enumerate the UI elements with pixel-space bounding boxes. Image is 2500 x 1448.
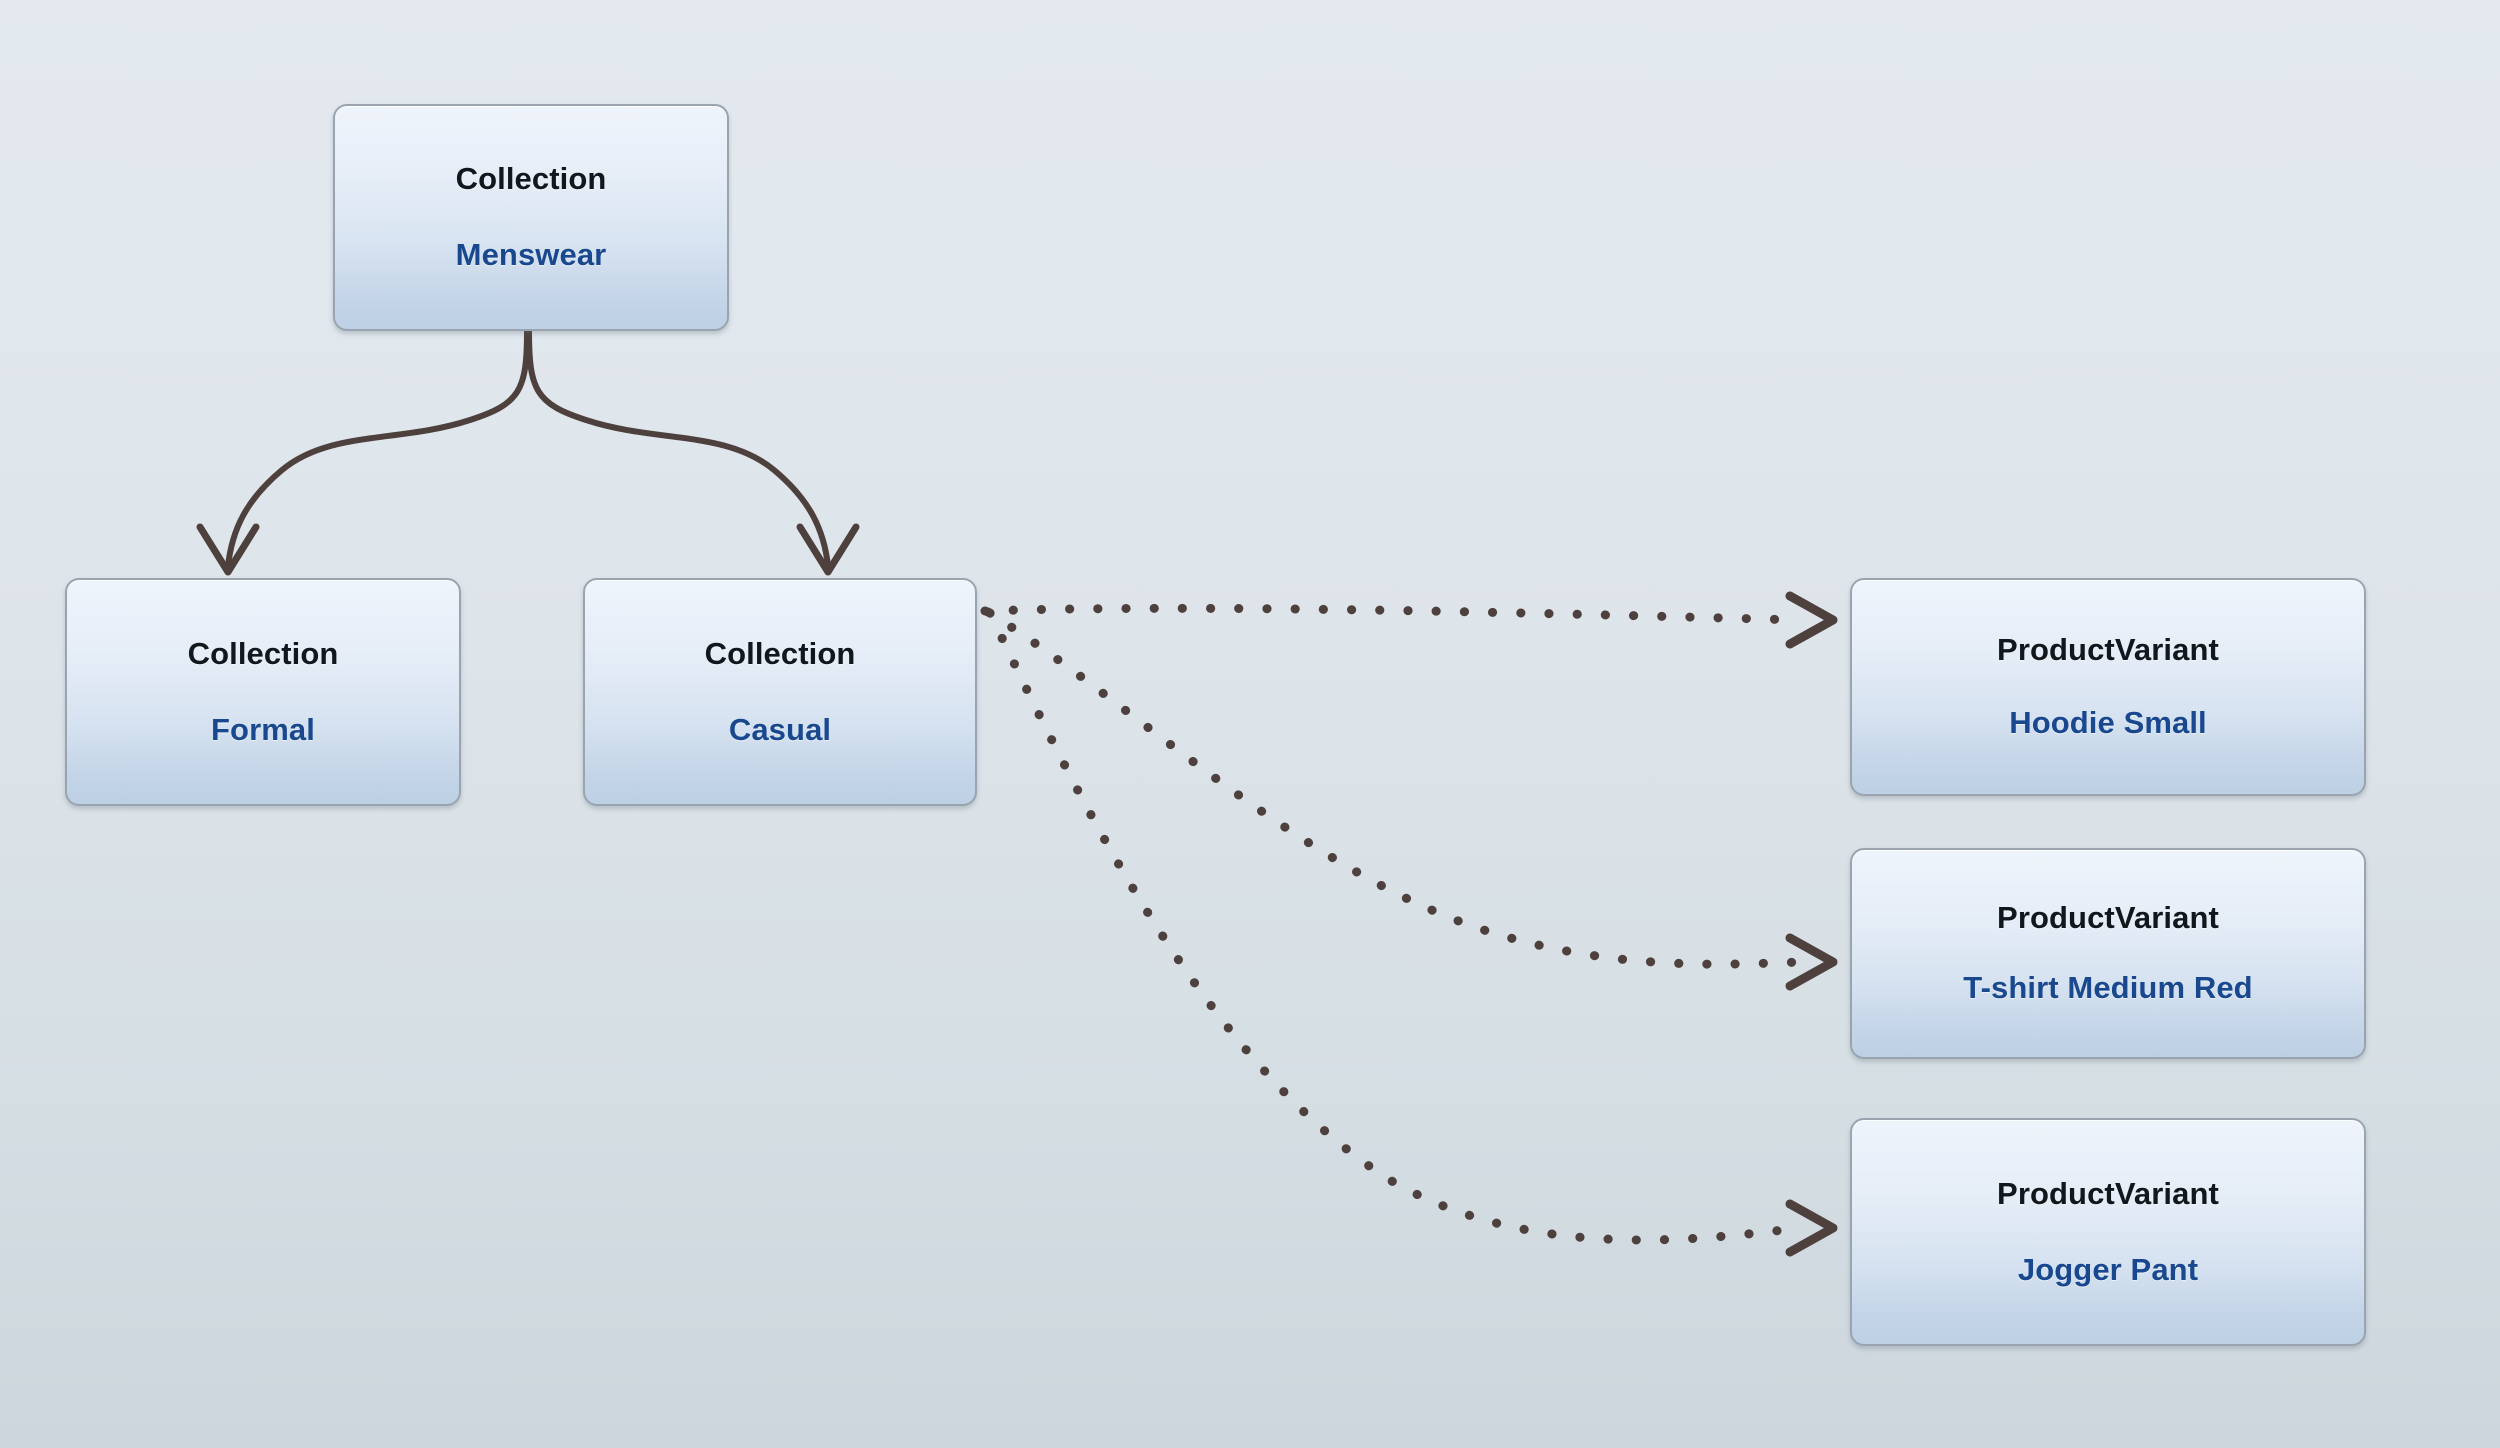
edge-casual-to-jogger-pant	[985, 608, 1838, 1257]
node-collection-menswear[interactable]: Collection Menswear	[333, 104, 729, 331]
node-productvariant-hoodie-small[interactable]: ProductVariant Hoodie Small	[1850, 578, 2366, 796]
edge-menswear-to-casual	[526, 328, 860, 576]
node-value-label: Hoodie Small	[2009, 705, 2207, 741]
node-value-label: Jogger Pant	[2017, 1251, 2199, 1287]
node-value-label: Menswear	[455, 237, 607, 273]
node-value-label: Formal	[211, 711, 315, 747]
node-type-label: ProductVariant	[1997, 1175, 2219, 1211]
node-type-label: Collection	[187, 635, 339, 671]
node-collection-formal[interactable]: Collection Formal	[65, 578, 461, 806]
edge-casual-to-hoodie-small	[980, 591, 1838, 649]
node-type-label: ProductVariant	[1997, 632, 2219, 668]
edge-menswear-to-formal	[196, 328, 530, 576]
node-type-label: Collection	[704, 635, 856, 671]
node-collection-casual[interactable]: Collection Casual	[583, 578, 977, 806]
edge-casual-to-tshirt-medium-red	[983, 607, 1838, 991]
node-type-label: Collection	[455, 161, 607, 197]
node-value-label: T-shirt Medium Red	[1963, 970, 2253, 1006]
node-type-label: ProductVariant	[1997, 899, 2219, 935]
node-value-label: Casual	[728, 711, 832, 747]
node-productvariant-jogger-pant[interactable]: ProductVariant Jogger Pant	[1850, 1118, 2366, 1346]
node-productvariant-tshirt-medium-red[interactable]: ProductVariant T-shirt Medium Red	[1850, 848, 2366, 1059]
